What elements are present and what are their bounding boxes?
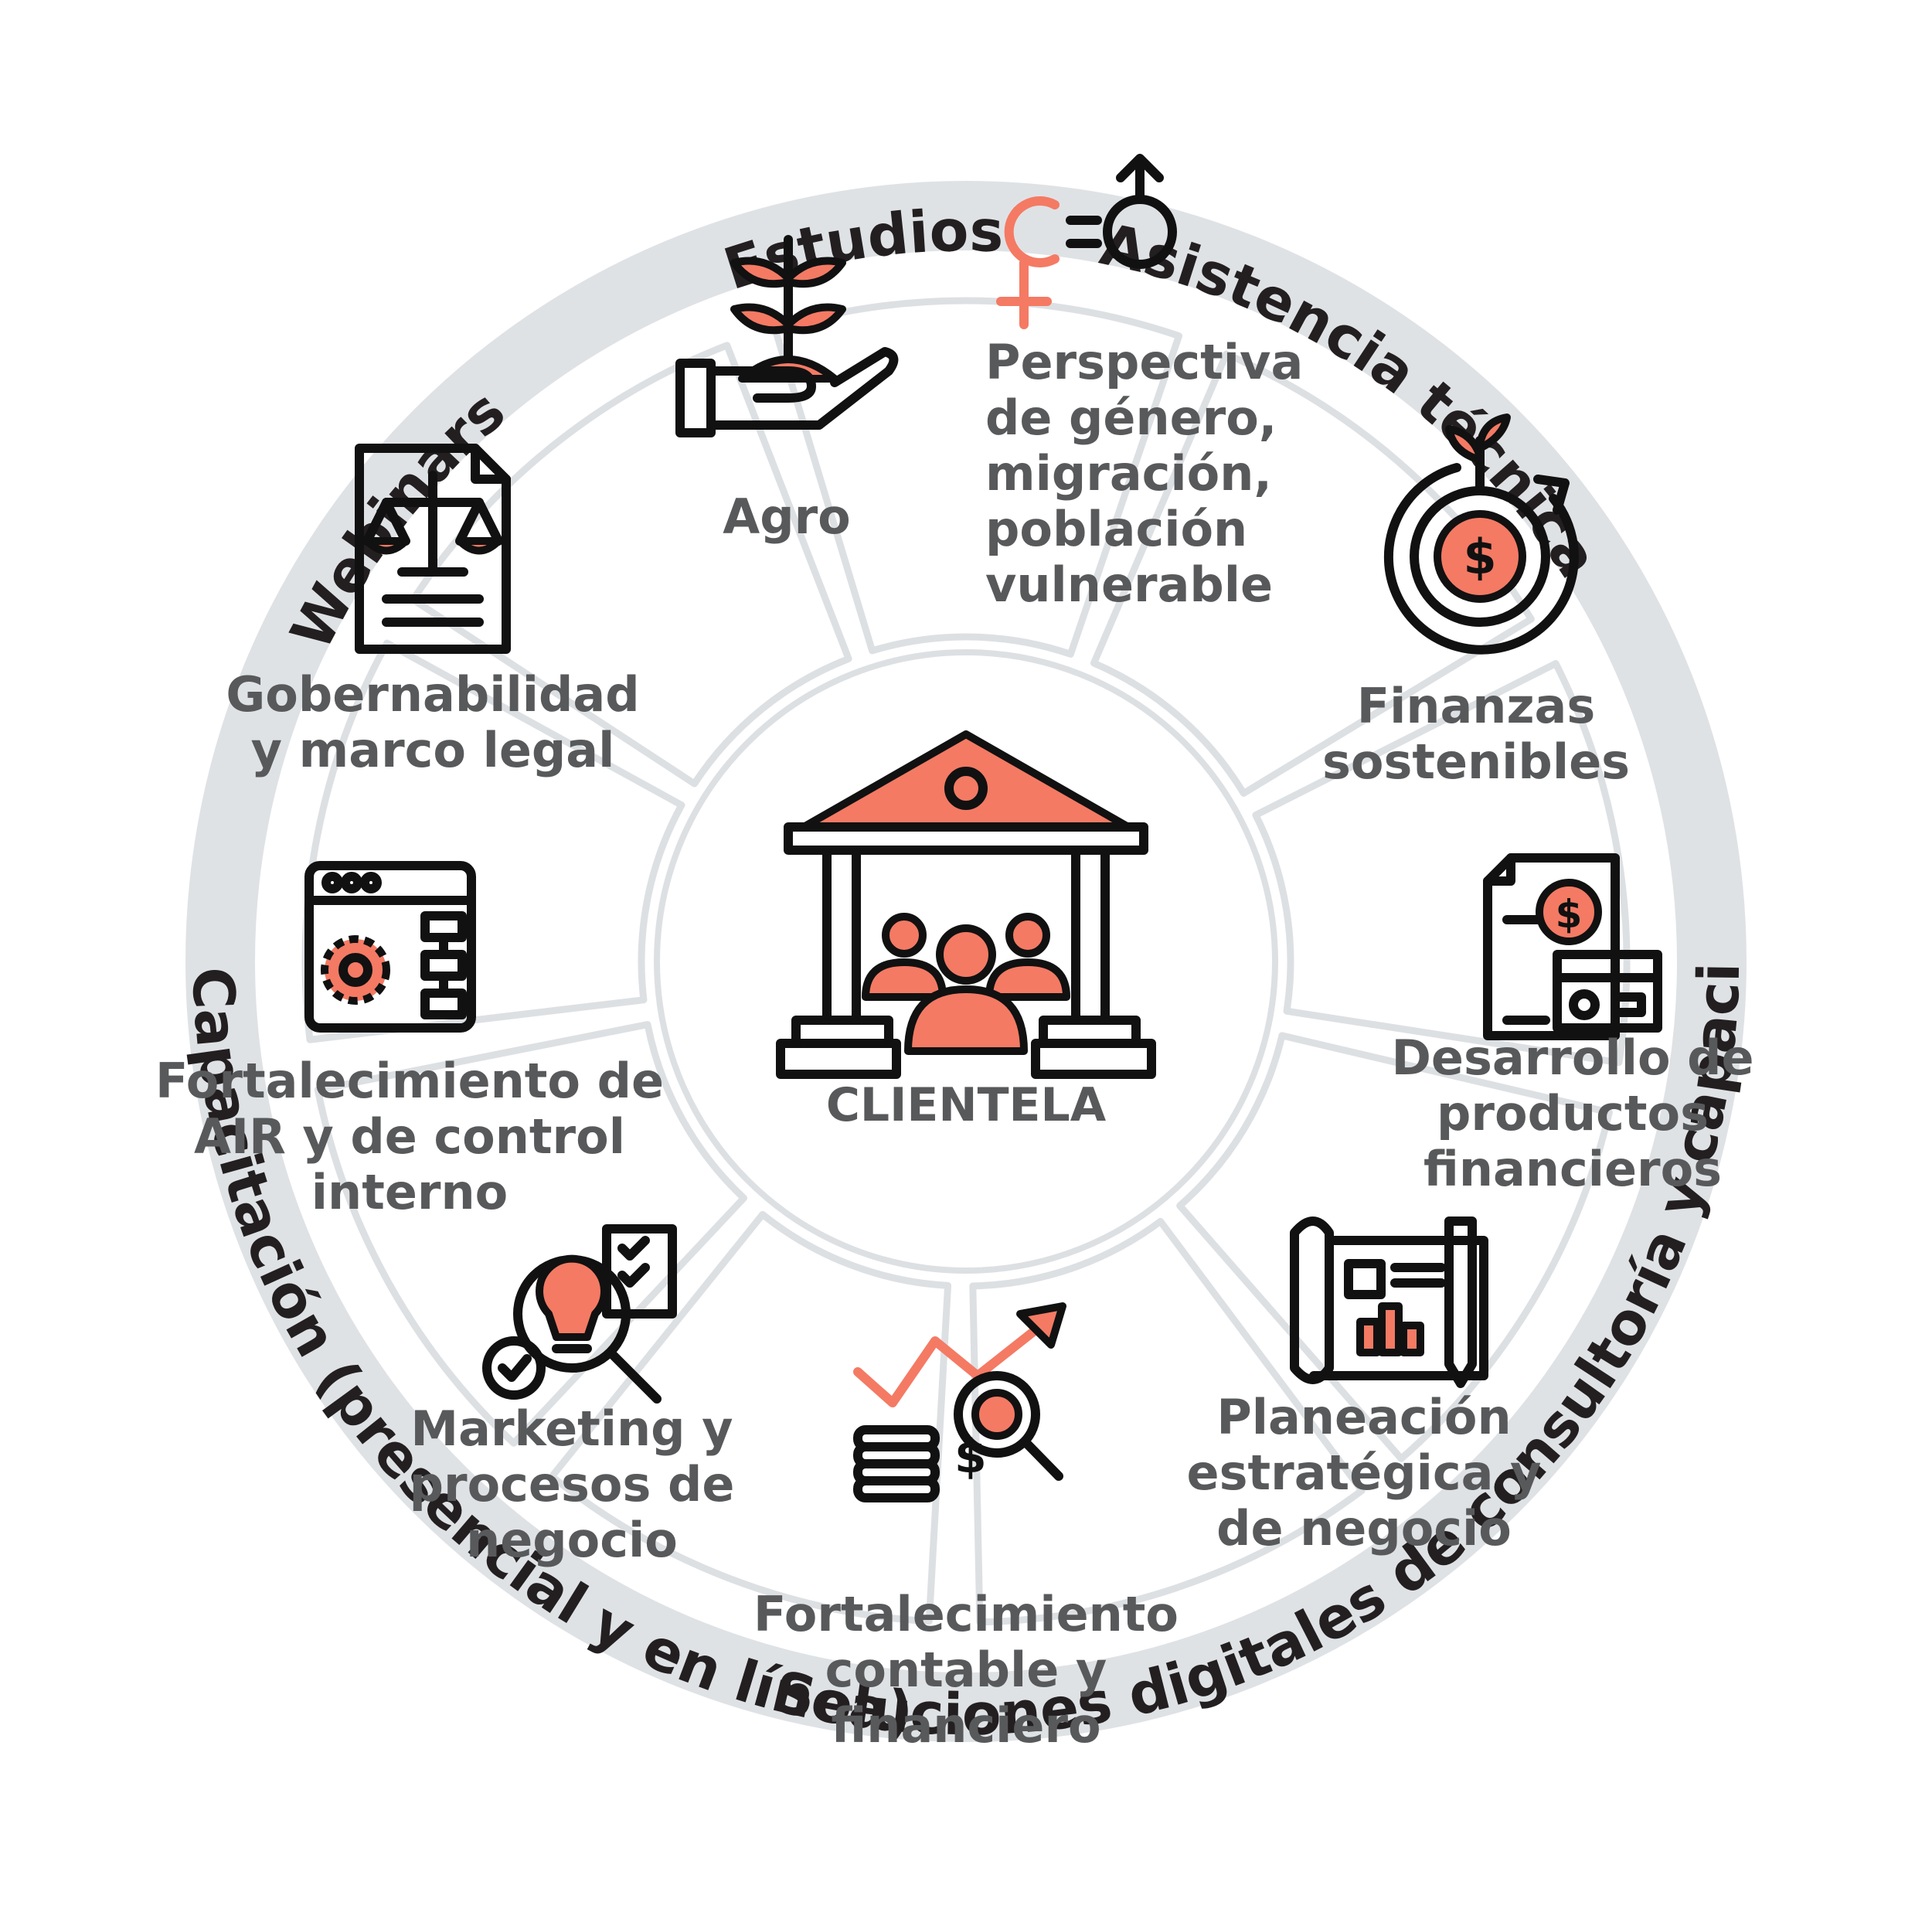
idea-analysis-icon: [482, 1224, 677, 1404]
segment-label-line: AIR y de control: [194, 1108, 625, 1165]
segment-label-line: estratégica y: [1187, 1444, 1542, 1501]
segment-label-line: Marketing y: [410, 1400, 733, 1457]
segment-label-line: migración,: [985, 445, 1272, 502]
segment-label-line: vulnerable: [985, 556, 1273, 613]
segment-agro: [771, 297, 1183, 658]
segment-ring: [301, 297, 1631, 1626]
segment-label-line: y marco legal: [251, 722, 615, 778]
segment-label-line: financieros: [1423, 1141, 1722, 1197]
segment-label-line: contable y: [825, 1642, 1107, 1698]
segment-label-line: Finanzas: [1357, 678, 1596, 734]
segment-label-line: Fortalecimiento: [753, 1586, 1179, 1642]
segment-planeacion: [969, 1217, 1366, 1626]
invoice-and-card-icon: $: [1483, 853, 1662, 1040]
segment-label-line: productos: [1437, 1085, 1709, 1142]
segment-label-line: Desarrollo de: [1391, 1029, 1753, 1086]
outer-ring: [185, 181, 1747, 1742]
segment-label-line: Perspectiva: [985, 334, 1303, 390]
segment-finanzas: [1252, 660, 1631, 1067]
segment-contable: [548, 1210, 952, 1625]
segment-label-line: procesos de: [410, 1456, 735, 1513]
segment-label-line: negocio: [466, 1512, 678, 1568]
gender-equality-icon: [996, 154, 1177, 329]
segment-label-line: Agro: [723, 488, 851, 545]
segment-label-line: de negocio: [1216, 1500, 1512, 1557]
segment-label-line: de género,: [985, 390, 1277, 446]
segment-label-agro: Agro: [723, 488, 851, 545]
segment-label-line: interno: [311, 1164, 508, 1220]
blueprint-plan-icon: [1290, 1217, 1488, 1388]
segment-label-line: Gobernabilidad: [226, 666, 639, 723]
coins-growth-chart-icon: $: [853, 1302, 1066, 1502]
plant-in-hand-icon: [675, 235, 899, 437]
segment-label-line: Fortalecimiento de: [155, 1053, 664, 1109]
svg-text:$: $: [1463, 529, 1496, 585]
segment-label-line: financiero: [831, 1697, 1100, 1754]
segment-marketing: [314, 1021, 747, 1447]
svg-text:$: $: [1556, 892, 1583, 937]
sustainable-money-cycle-icon: $: [1383, 413, 1579, 655]
segment-label-line: población: [985, 501, 1247, 557]
center-label: CLIENTELA: [826, 1078, 1107, 1132]
legal-document-icon: [355, 444, 511, 654]
process-workflow-icon: [304, 861, 476, 1033]
segment-label-line: sostenibles: [1322, 733, 1630, 790]
segment-productos: [1176, 1032, 1613, 1462]
segment-label-line: Planeación: [1216, 1389, 1511, 1445]
bank-with-people-icon: [776, 730, 1156, 1079]
